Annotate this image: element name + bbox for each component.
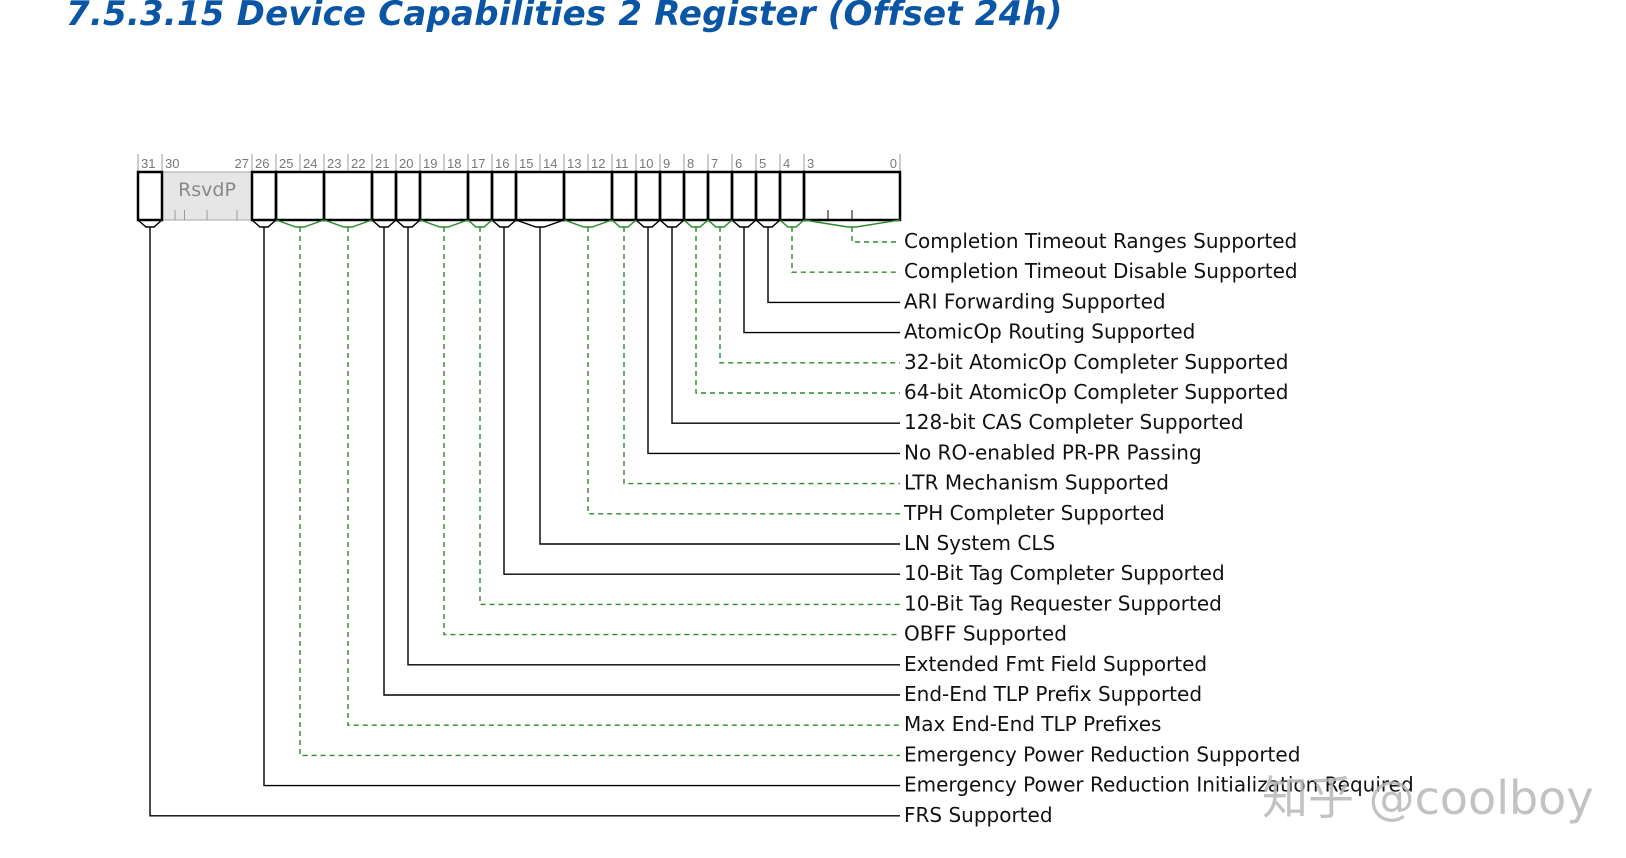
bit-number-22: 22	[351, 156, 365, 171]
field-label: LTR Mechanism Supported	[904, 471, 1169, 495]
field-box-9	[562, 170, 614, 222]
field-leader-2	[767, 227, 900, 304]
field-label: Max End-End TLP Prefixes	[904, 712, 1161, 736]
bit-number-31: 31	[141, 156, 155, 171]
field-label: 10-Bit Tag Requester Supported	[904, 591, 1222, 615]
field-leaders	[137, 219, 901, 817]
field-label: No RO-enabled PR-PR Passing	[904, 440, 1202, 464]
bit-number-27: 27	[235, 156, 249, 171]
bit-number-8: 8	[687, 156, 694, 171]
bit-number-11: 11	[615, 156, 629, 171]
field-label: AtomicOp Routing Supported	[904, 320, 1195, 344]
field-label: TPH Completer Supported	[903, 501, 1165, 525]
field-label: 64-bit AtomicOp Completer Supported	[904, 380, 1288, 404]
bit-number-0: 0	[890, 156, 897, 171]
field-label: Emergency Power Reduction Initialization…	[904, 773, 1414, 797]
field-box-14	[394, 170, 422, 222]
field-label: End-End TLP Prefix Supported	[904, 682, 1202, 706]
bit-number-12: 12	[591, 156, 605, 171]
bit-number-13: 13	[567, 156, 581, 171]
field-box-1	[778, 170, 806, 222]
field-label: Extended Fmt Field Supported	[904, 652, 1207, 676]
field-leader-1	[791, 227, 900, 273]
field-leader-6	[671, 227, 900, 424]
bit-number-9: 9	[663, 156, 670, 171]
field-leader-5	[695, 227, 900, 394]
field-leader-4	[719, 227, 900, 364]
field-leader-0	[851, 227, 900, 243]
field-leader-18	[263, 227, 900, 787]
field-box-12	[466, 170, 494, 222]
field-box-2	[754, 170, 782, 222]
field-leader-16	[347, 227, 900, 726]
field-label: ARI Forwarding Supported	[904, 289, 1166, 313]
field-labels: Completion Timeout Ranges SupportedCompl…	[903, 229, 1414, 827]
bit-number-17: 17	[471, 156, 485, 171]
field-label: Completion Timeout Disable Supported	[904, 259, 1298, 283]
bit-number-4: 4	[783, 156, 790, 171]
field-box-11	[490, 170, 518, 222]
bit-number-25: 25	[279, 156, 293, 171]
field-label: Completion Timeout Ranges Supported	[904, 229, 1297, 253]
field-box-3	[730, 170, 758, 222]
field-label: Emergency Power Reduction Supported	[904, 742, 1300, 766]
bit-number-20: 20	[399, 156, 413, 171]
bit-number-30: 30	[165, 156, 179, 171]
field-box-17	[274, 170, 326, 222]
watermark: 知乎 @coolboy	[1262, 771, 1594, 825]
field-label: 10-Bit Tag Completer Supported	[904, 561, 1225, 585]
bit-number-10: 10	[639, 156, 653, 171]
field-box-18	[250, 170, 278, 222]
field-box-15	[370, 170, 398, 222]
field-leader-13	[443, 227, 900, 636]
bit-number-18: 18	[447, 156, 461, 171]
bit-number-24: 24	[303, 156, 317, 171]
field-box-19	[136, 170, 164, 222]
field-box-4	[706, 170, 734, 222]
bit-number-14: 14	[543, 156, 557, 171]
bit-number-21: 21	[375, 156, 389, 171]
field-leader-12	[479, 227, 900, 606]
field-leader-7	[647, 227, 900, 455]
field-label: OBFF Supported	[904, 622, 1067, 646]
bit-number-16: 16	[495, 156, 509, 171]
field-leader-10	[539, 227, 900, 545]
bit-number-3: 3	[807, 156, 814, 171]
bit-number-6: 6	[735, 156, 742, 171]
field-leader-14	[407, 227, 900, 666]
field-box-16	[322, 170, 374, 222]
field-label: FRS Supported	[904, 803, 1053, 827]
bit-number-5: 5	[759, 156, 766, 171]
field-leader-11	[503, 227, 900, 575]
field-label: 128-bit CAS Completer Supported	[904, 410, 1244, 434]
bit-number-15: 15	[519, 156, 533, 171]
field-box-13	[418, 170, 470, 222]
field-leader-8	[623, 227, 900, 485]
field-box-5	[682, 170, 710, 222]
field-leader-19	[149, 227, 900, 817]
bit-number-26: 26	[255, 156, 269, 171]
register-title: 7.5.3.15 Device Capabilities 2 Register …	[66, 0, 1063, 34]
bit-number-19: 19	[423, 156, 437, 171]
field-box-10	[514, 170, 566, 222]
bit-number-23: 23	[327, 156, 341, 171]
register-box: RsvdP	[136, 170, 902, 222]
field-label: 32-bit AtomicOp Completer Supported	[904, 350, 1288, 374]
field-box-8	[610, 170, 638, 222]
reserved-label: RsvdP	[178, 179, 236, 201]
field-box-6	[658, 170, 686, 222]
field-leader-3	[743, 227, 900, 334]
field-leader-15	[383, 227, 900, 696]
field-label: LN System CLS	[904, 531, 1055, 555]
field-leader-17	[299, 227, 900, 757]
field-box-7	[634, 170, 662, 222]
bit-number-7: 7	[711, 156, 718, 171]
